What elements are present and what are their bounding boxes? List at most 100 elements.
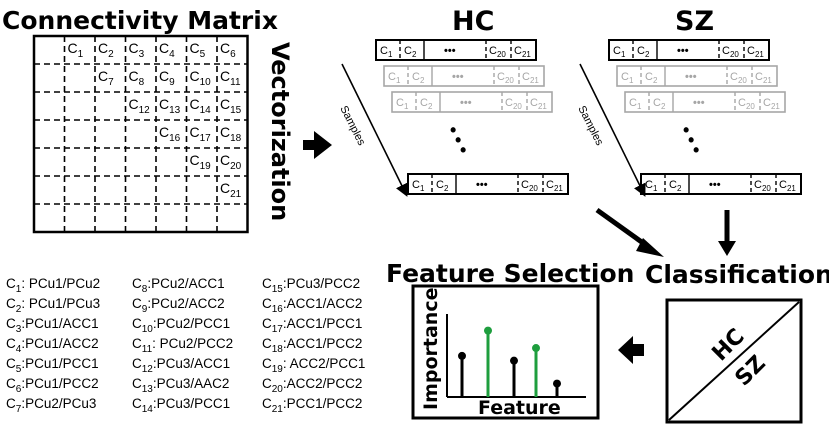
legend-item: C12:PCu3/ACC1 [132,356,230,375]
vector-cell-c20: C20 [754,179,771,193]
feature-selection-title: Feature Selection [386,259,634,288]
matrix-cell-label: C11 [220,68,241,88]
vector-box [624,91,786,113]
samples-label: Samples [575,104,605,148]
matrix-title: Connectivity Matrix [2,6,278,35]
vector-ellipsis: ••• [693,97,705,109]
vector-box [383,65,545,87]
matrix-cell-label: C12 [129,96,151,116]
vector-cell-c20: C20 [722,45,739,59]
matrix-border [32,34,249,234]
legend-item: C19: ACC2/PCC1 [262,356,365,375]
samples-label: Samples [337,104,367,148]
stem-marker [458,351,466,360]
legend-item: C11: PCu2/PCC2 [132,336,233,355]
vector-cell-c21: C21 [522,71,539,85]
vector-cell-c2: C2 [420,97,433,111]
vector-cell-c21: C21 [779,179,796,193]
classification-divider [668,301,800,421]
vector-box [608,39,770,61]
legend-item: C16:ACC1/ACC2 [262,296,362,315]
vector-ellipsis: ••• [460,97,472,109]
vector-cell-c1: C1 [645,179,658,193]
vector-cell-c20: C20 [521,179,538,193]
matrix-cell-label: C2 [98,40,114,60]
vector-cell-c20: C20 [738,97,755,111]
vector-cell-c1: C1 [396,97,409,111]
hc-arrow-head [636,238,664,257]
vector-cell-c21: C21 [763,97,780,111]
vector-cell-c21: C21 [514,45,531,59]
vector-cell-c20: C20 [505,97,522,111]
matrix-cell-label: C13 [159,96,181,116]
vector-cell-c2: C2 [637,45,650,59]
feature-axis-label: Feature [478,397,561,419]
vector-box [616,65,778,87]
matrix-cell-label: C18 [220,124,242,144]
vector-cell-c1: C1 [412,179,425,193]
vector-box [375,39,537,61]
vector-cell-c21: C21 [747,45,764,59]
matrix-cell-label: C3 [129,40,145,60]
matrix-cell-label: C1 [68,40,84,60]
samples-arrow [341,63,408,197]
vector-ellipsis: ••• [444,45,456,57]
classification-box [665,298,803,424]
matrix-cell-label: C17 [190,124,212,144]
vector-cell-c21: C21 [530,97,547,111]
matrix-cell-label: C21 [220,180,242,200]
importance-axis-label: Importance [420,288,442,410]
classification-title: Classification [645,260,829,289]
legend-item: C15:PCu3/PCC2 [262,276,360,295]
matrix-cell-label: C7 [98,68,114,88]
sz-arrow-head [718,241,736,256]
legend-item: C14:PCu3/PCC1 [132,396,230,415]
sz-title: SZ [675,6,714,37]
matrix-cell-label: C9 [159,68,175,88]
legend-item: C21:PCC1/PCC2 [262,396,362,415]
legend-item: C9:PCu2/ACC2 [132,296,225,315]
vector-cell-c20: C20 [489,45,506,59]
vector-cell-c2: C2 [436,179,449,193]
vertical-dot: • [455,130,461,150]
vectorization-label: Vectorization [266,42,294,221]
vector-cell-c20: C20 [497,71,514,85]
vector-ellipsis: ••• [685,71,697,83]
matrix-cell-label: C16 [159,124,181,144]
vector-cell-c21: C21 [546,179,563,193]
legend-item: C10:PCu2/PCC1 [132,316,230,335]
matrix-cell-label: C20 [220,152,242,172]
legend-item: C17:ACC1/PCC1 [262,316,362,335]
vectorization-arrow [303,131,332,159]
vector-cell-c1: C1 [380,45,393,59]
legend-item: C18:ACC1/PCC2 [262,336,362,355]
matrix-cell-label: C5 [190,40,206,60]
legend-item: C3:PCu1/ACC1 [6,316,99,335]
vertical-dot: • [688,130,694,150]
legend-item: C5:PCu1/PCC1 [6,356,99,375]
legend-item: C13:PCu3/AAC2 [132,376,229,395]
legend-item: C7:PCu2/PCu3 [6,396,96,415]
matrix-cell-label: C8 [129,68,145,88]
vertical-dot: • [460,140,466,160]
vector-cell-c21: C21 [755,71,772,85]
legend-item: C2: PCu1/PCu3 [6,296,100,315]
vector-ellipsis: ••• [476,179,488,191]
stem-marker [484,326,492,335]
classification-to-feature-arrow [618,336,644,364]
vector-ellipsis: ••• [677,45,689,57]
legend-item: C1: PCu1/PCu2 [6,276,100,295]
feature-selection-box [411,284,600,420]
vector-cell-c2: C2 [645,71,658,85]
vector-cell-c1: C1 [621,71,634,85]
vector-box [391,91,553,113]
samples-arrow [579,63,646,197]
legend-item: C20:ACC2/PCC2 [262,376,362,395]
vector-ellipsis: ••• [709,179,721,191]
vector-cell-c2: C2 [404,45,417,59]
